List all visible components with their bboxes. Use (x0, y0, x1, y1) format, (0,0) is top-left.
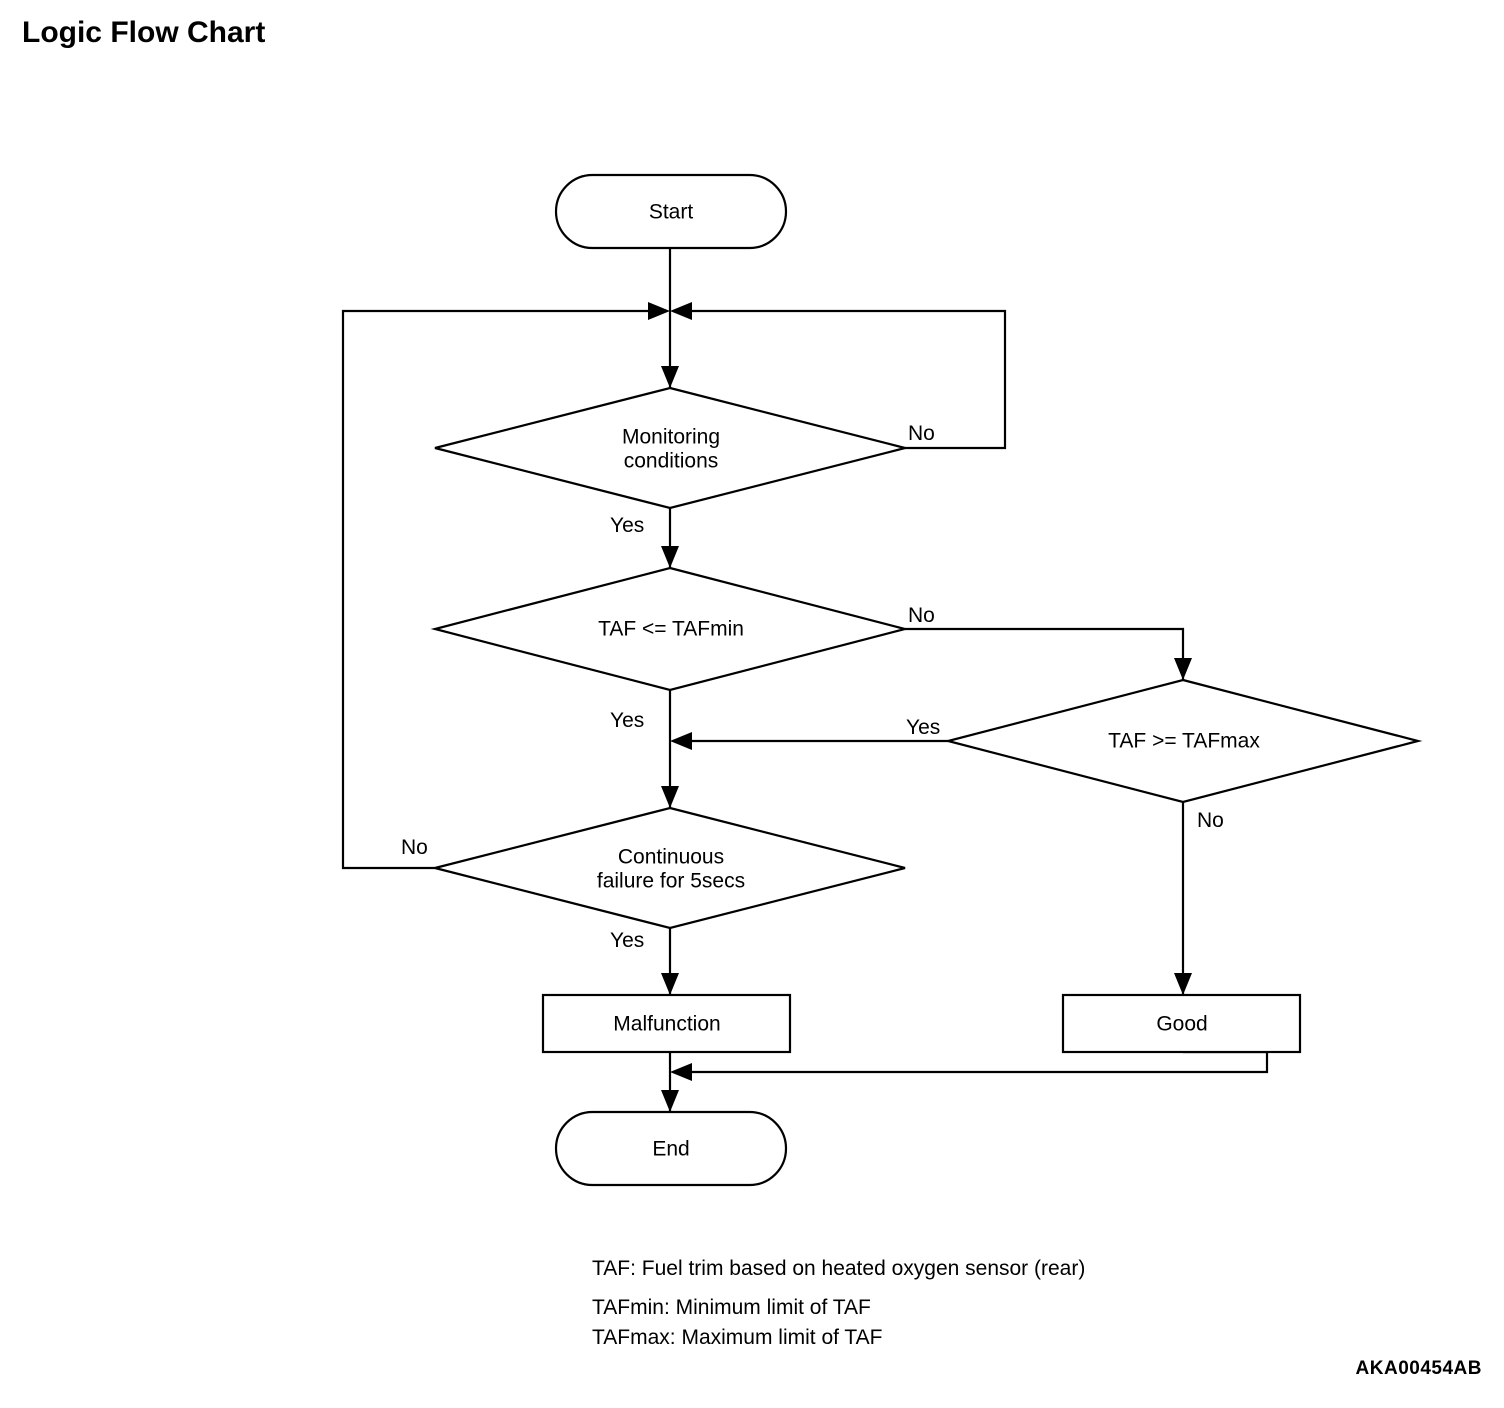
edge-start-to-monitoring (661, 248, 679, 388)
node-end-label: End (652, 1138, 689, 1161)
edge-tafmin-yes (661, 690, 679, 808)
edge-tafmax-no (1174, 802, 1192, 995)
edge-malfunction-to-end (661, 1052, 679, 1112)
edge-label-monitoring-no: No (908, 422, 935, 445)
node-taf-le-tafmin[interactable]: TAF <= TAFmin (430, 566, 910, 692)
edge-label-tafmax-yes: Yes (906, 716, 940, 739)
node-good[interactable]: Good (1061, 993, 1302, 1054)
edge-tafmax-yes (670, 732, 948, 750)
node-good-label: Good (1156, 1013, 1207, 1036)
legend-line-tafmax: TAFmax: Maximum limit of TAF (592, 1325, 883, 1349)
edge-continuous-no (341, 302, 670, 870)
edge-label-tafmin-no: No (908, 604, 935, 627)
edge-label-continuous-yes: Yes (610, 929, 644, 952)
edge-monitoring-no (670, 302, 1007, 450)
node-monitoring-label-line2: conditions (624, 450, 719, 473)
node-monitoring-conditions[interactable]: Monitoring conditions (434, 386, 906, 510)
edge-continuous-yes (661, 928, 679, 995)
node-taf-le-tafmin-label: TAF <= TAFmin (598, 618, 744, 641)
edge-label-continuous-no: No (401, 836, 428, 859)
node-start-label: Start (649, 201, 694, 224)
node-taf-ge-tafmax[interactable]: TAF >= TAFmax (943, 678, 1423, 804)
legend-line-tafmin: TAFmin: Minimum limit of TAF (592, 1295, 871, 1319)
edge-label-tafmax-no: No (1197, 809, 1224, 832)
node-malfunction[interactable]: Malfunction (541, 993, 792, 1054)
page-title: Logic Flow Chart (22, 16, 266, 49)
node-malfunction-label: Malfunction (613, 1013, 720, 1036)
node-monitoring-label-line1: Monitoring (622, 426, 720, 449)
edge-label-monitoring-yes: Yes (610, 514, 644, 537)
document-code: AKA00454AB (1355, 1358, 1482, 1379)
legend-line-taf: TAF: Fuel trim based on heated oxygen se… (592, 1257, 1086, 1280)
edge-label-tafmin-yes: Yes (610, 709, 644, 732)
node-continuous-label-line2: failure for 5secs (597, 870, 745, 893)
node-taf-ge-tafmax-label: TAF >= TAFmax (1108, 730, 1260, 753)
node-continuous-failure[interactable]: Continuous failure for 5secs (434, 806, 906, 930)
edge-tafmin-no (905, 627, 1192, 680)
node-end[interactable]: End (554, 1110, 788, 1187)
node-continuous-label-line1: Continuous (618, 846, 724, 869)
edge-monitoring-yes (661, 508, 679, 568)
edge-good-to-end (670, 1050, 1269, 1081)
legend: TAF: Fuel trim based on heated oxygen se… (592, 1254, 1085, 1352)
node-start[interactable]: Start (554, 173, 788, 250)
